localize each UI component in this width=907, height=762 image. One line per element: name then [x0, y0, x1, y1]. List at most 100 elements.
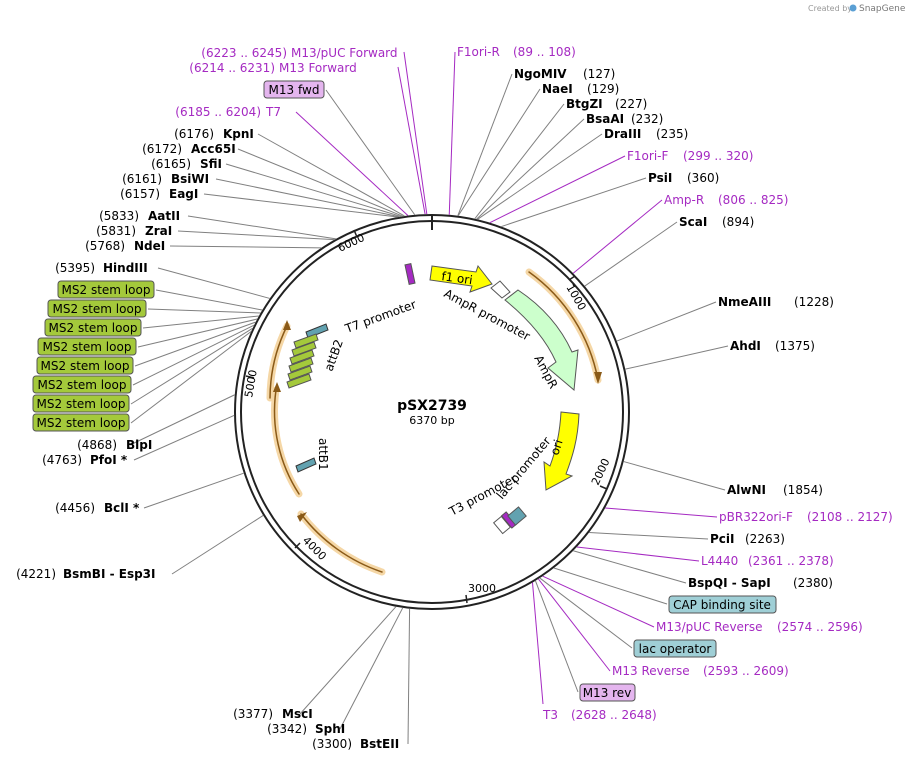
enzyme-label[interactable]: ZraI [145, 224, 172, 238]
left-pos: (6223 .. 6245) [201, 46, 287, 60]
cap-binding-site-box[interactable] [668, 595, 777, 614]
enzyme-label[interactable]: SfiI [200, 157, 222, 171]
attb1-label: attB1 [316, 438, 330, 471]
left-connector-lines [129, 51, 428, 575]
enzyme-connector [625, 345, 729, 370]
enzyme-label[interactable]: HindIII [103, 261, 148, 275]
backbone-outer [234, 214, 630, 610]
enzyme-label[interactable]: BspQI - SapI [688, 576, 771, 590]
enzyme-connector [177, 230, 335, 241]
enzyme-label[interactable]: DraIII [604, 127, 641, 141]
enzyme-connector [171, 515, 264, 575]
enzyme-label[interactable]: NaeI [542, 82, 573, 96]
ms2-stem-loop-features[interactable] [286, 333, 319, 389]
t7-promoter-label: T7 promoter [342, 297, 418, 336]
enzyme-label[interactable]: NgoMIV [514, 67, 567, 81]
attb1-feature[interactable] [295, 457, 317, 473]
attb2-label: attB2 [322, 338, 346, 373]
enzyme-label[interactable]: PfoI * [90, 453, 128, 467]
primer-label[interactable]: F1ori-F [627, 149, 668, 163]
feature-connector [132, 324, 255, 386]
ms2-box[interactable] [36, 356, 134, 375]
primer-label[interactable]: M13/pUC Reverse [656, 620, 763, 634]
f1-ori-feature[interactable] [429, 264, 493, 293]
feature-connector [325, 89, 416, 216]
enzyme-label[interactable]: MscI [282, 707, 313, 721]
primer-connector [537, 578, 611, 672]
enzyme-label[interactable]: SphI [315, 722, 345, 736]
plasmid-size: 6370 bp [409, 414, 454, 427]
enzyme-pos: (4456) [55, 501, 95, 515]
credit-text: Created by [808, 4, 852, 13]
ms2-box[interactable] [32, 375, 132, 394]
scale-ticks [245, 229, 608, 604]
t7-promoter-feature[interactable] [404, 263, 416, 285]
ms2-box[interactable] [32, 394, 130, 413]
enzyme-pos: (129) [587, 82, 619, 96]
enzyme-label[interactable]: BtgZI [566, 97, 603, 111]
primer-label[interactable]: F1ori-R [457, 45, 500, 59]
primer-pos: (2361 .. 2378) [748, 554, 834, 568]
enzyme-label[interactable]: AhdI [730, 339, 761, 353]
enzyme-label[interactable]: PciI [710, 532, 735, 546]
enzyme-pos: (232) [631, 112, 663, 126]
m13-fwd-box[interactable] [263, 80, 325, 99]
ori-feature[interactable] [543, 411, 580, 491]
enzyme-label[interactable]: EagI [169, 187, 198, 201]
enzyme-label[interactable]: BlpI [126, 438, 152, 452]
ms2-box[interactable] [47, 299, 147, 318]
enzyme-pos: (3377) [233, 707, 273, 721]
enzyme-pos: (5768) [85, 239, 125, 253]
enzyme-label[interactable]: BsmBI - Esp3I [63, 567, 155, 581]
primer-connector [572, 199, 663, 274]
enzyme-pos: (4868) [77, 438, 117, 452]
primer-label[interactable]: T7 [265, 105, 281, 119]
enzyme-connector [476, 118, 585, 220]
ms2-box[interactable] [37, 337, 137, 356]
primer-label[interactable]: M13 Reverse [612, 664, 690, 678]
enzyme-label[interactable]: PsiI [648, 171, 672, 185]
primer-label[interactable]: L4440 [701, 554, 738, 568]
ms2-label: MS2 stem loop [62, 283, 151, 297]
right-labels: F1ori-R (89 .. 108) NgoMIV (127) NaeI (1… [457, 45, 893, 722]
enzyme-pos: (1375) [775, 339, 815, 353]
enzyme-label[interactable]: NmeAIII [718, 295, 771, 309]
plasmid-name: pSX2739 [397, 398, 467, 414]
enzyme-label[interactable]: Acc65I [191, 142, 236, 156]
attb2-feature[interactable] [305, 323, 329, 339]
enzyme-pos: (3300) [312, 737, 352, 751]
enzyme-label[interactable]: BsaAI [586, 112, 624, 126]
ms2-box[interactable] [32, 413, 130, 432]
enzyme-pos: (5395) [55, 261, 95, 275]
ampr-feature[interactable] [504, 289, 579, 391]
primer-label[interactable]: M13 Forward [279, 61, 357, 75]
ampr-promoter-feature[interactable] [490, 280, 511, 299]
m13-fwd-label: M13 fwd [269, 83, 320, 97]
ms2-label: MS2 stem loop [37, 416, 126, 430]
enzyme-connector [573, 550, 687, 584]
ms2-box[interactable] [57, 280, 155, 299]
primer-label[interactable]: T3 [542, 708, 558, 722]
enzyme-label[interactable]: BclI * [104, 501, 140, 515]
enzyme-label[interactable]: NdeI [134, 239, 165, 253]
enzyme-label[interactable]: BsiWI [171, 172, 209, 186]
primer-pos: (806 .. 825) [718, 193, 788, 207]
primer-pos: (299 .. 320) [683, 149, 753, 163]
primer-label[interactable]: Amp-R [664, 193, 704, 207]
primer-label[interactable]: M13/pUC Forward [291, 46, 398, 60]
enzyme-label[interactable]: KpnI [223, 127, 254, 141]
primer-connector [576, 546, 700, 562]
enzyme-label[interactable]: ScaI [679, 215, 707, 229]
lac-operator-label: lac operator [639, 642, 712, 656]
enzyme-label[interactable]: BstEII [360, 737, 399, 751]
enzyme-label[interactable]: AlwNI [727, 483, 766, 497]
enzyme-connector [169, 245, 322, 249]
m13-rev-box[interactable] [579, 683, 636, 702]
primer-label[interactable]: pBR322ori-F [719, 510, 793, 524]
primer-connector [448, 51, 456, 215]
lac-operator-box[interactable] [633, 639, 717, 658]
enzyme-label[interactable]: AatII [148, 209, 180, 223]
ms2-label: MS2 stem loop [43, 340, 132, 354]
ms2-box[interactable] [44, 318, 142, 337]
enzyme-connector [407, 608, 411, 745]
